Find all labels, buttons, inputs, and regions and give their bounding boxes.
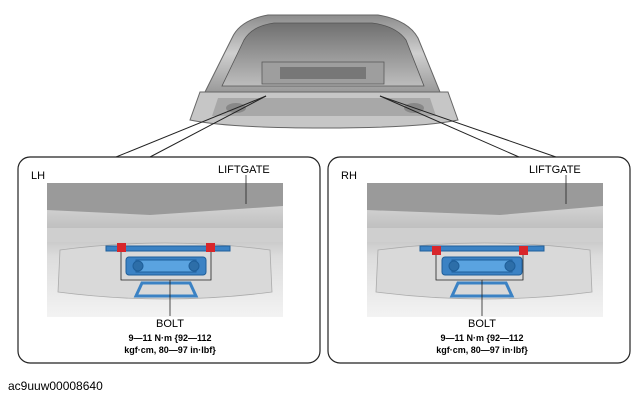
lh-detail-image [47,175,283,317]
rh-bolts [432,246,528,255]
rh-liftgate-label: LIFTGATE [529,164,581,176]
lh-torque-line2: kgf·cm, 80—97 in·lbf} [124,345,216,355]
lh-bolt-label: BOLT [156,318,184,330]
rh-detail-image [367,175,603,317]
lh-bolts [117,243,215,252]
lh-detail-panel [17,156,321,364]
rh-torque-line1: 9—11 N·m {92—112 [440,333,524,343]
lh-torque-line1: 9—11 N·m {92—112 [128,333,212,343]
rh-bracket [419,245,545,298]
rh-bolt-label: BOLT [468,318,496,330]
rh-side-label: RH [341,170,357,182]
callout-leaders [115,95,557,158]
figure-id: ac9uuw00008640 [8,379,103,393]
rh-detail-panel [327,156,631,364]
rh-torque-line2: kgf·cm, 80—97 in·lbf} [436,345,528,355]
lh-bracket [105,245,231,298]
lh-liftgate-label: LIFTGATE [218,164,270,176]
lh-side-label: LH [31,170,46,182]
